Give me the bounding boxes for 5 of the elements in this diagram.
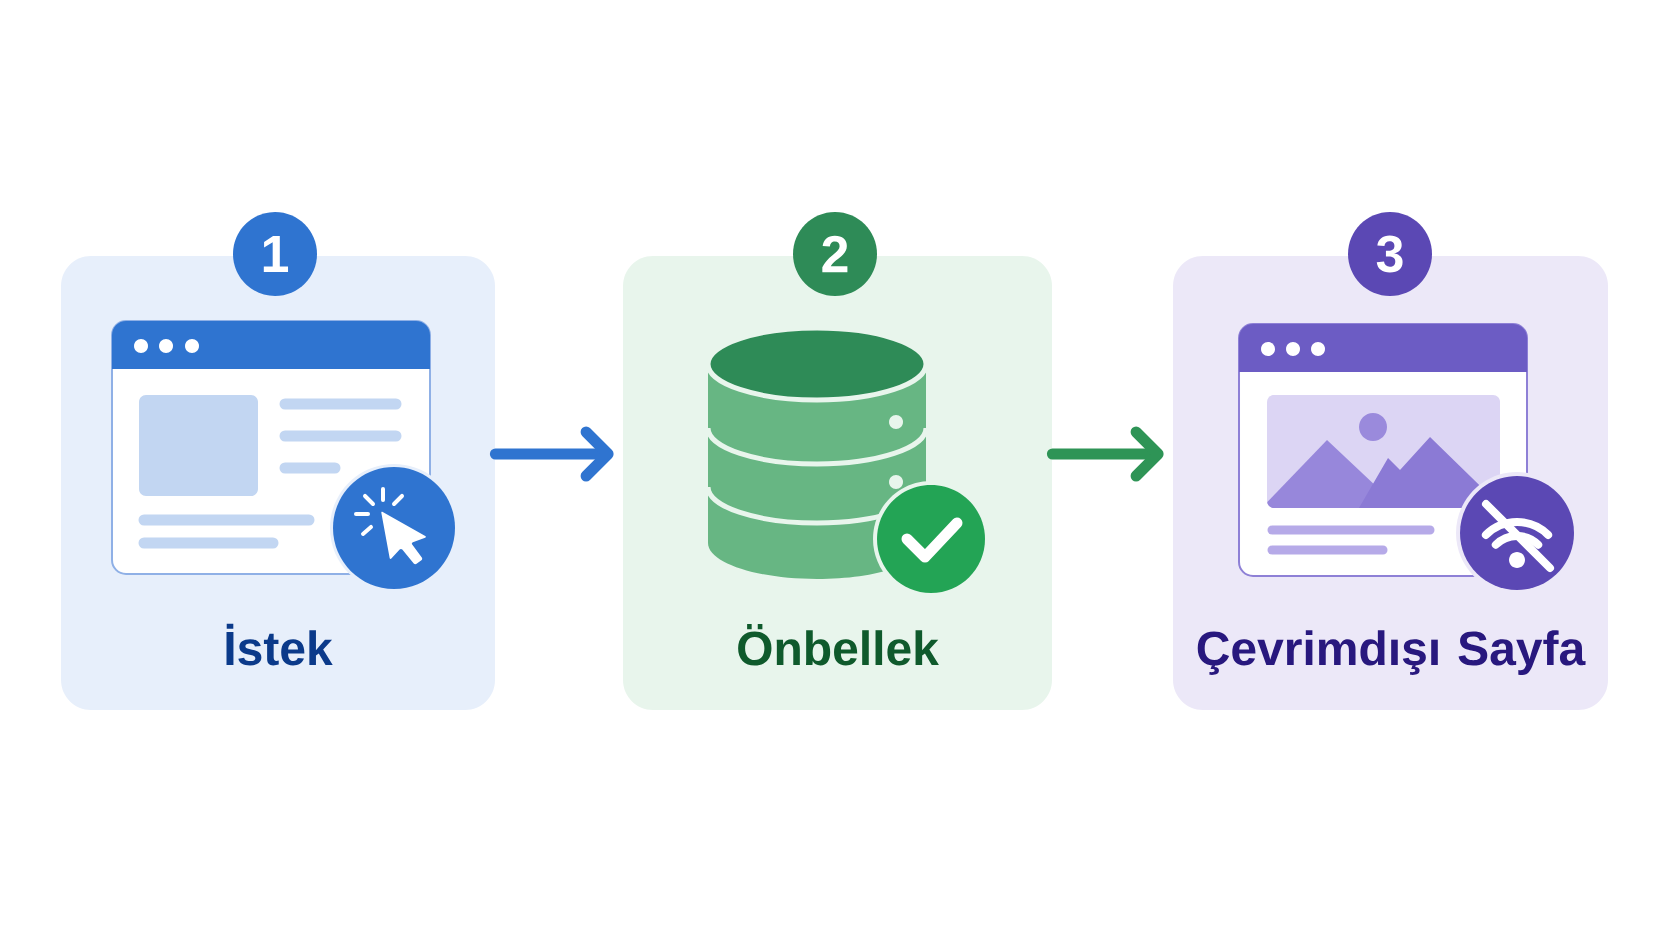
step-number-badge: 3: [1348, 212, 1432, 296]
arrow: [1046, 426, 1164, 482]
step-number-badge: 1: [233, 212, 317, 296]
step-number-badge: 2: [793, 212, 877, 296]
arrow: [489, 426, 614, 482]
